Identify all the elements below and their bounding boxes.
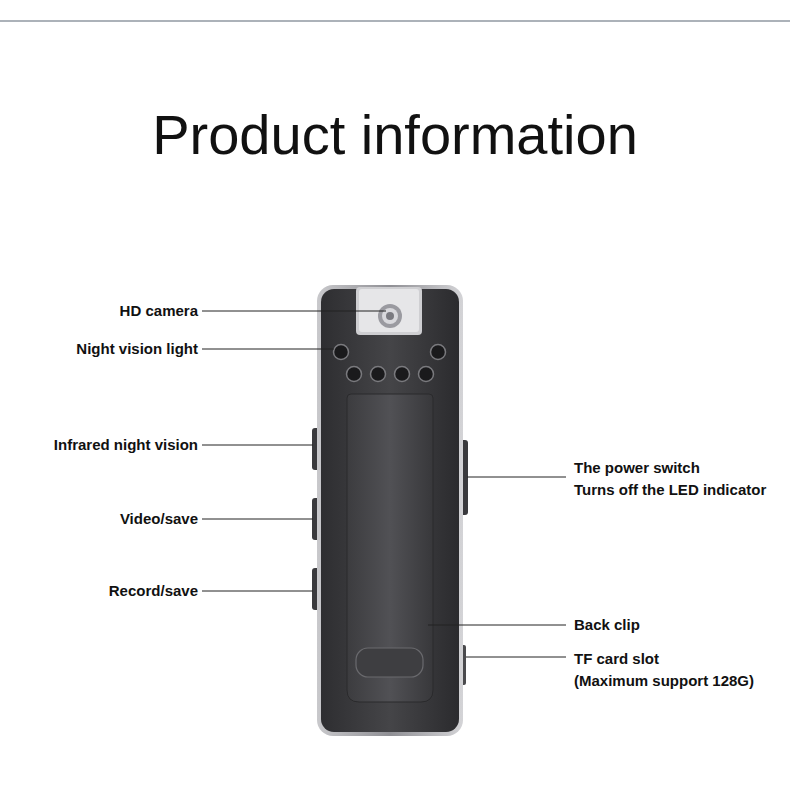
part-label: Night vision light bbox=[76, 340, 198, 358]
part-label: Back clip bbox=[574, 616, 640, 634]
part-label: Video/save bbox=[120, 510, 198, 528]
camera-lens bbox=[378, 304, 402, 328]
part-label: TF card slot bbox=[574, 650, 659, 668]
camera-lens bbox=[382, 308, 398, 324]
part-label: Infrared night vision bbox=[54, 436, 198, 454]
back-clip bbox=[347, 394, 433, 702]
clip-grip bbox=[356, 648, 423, 677]
camera-lens bbox=[386, 312, 394, 320]
device-rim bbox=[317, 285, 463, 736]
part-label: Record/save bbox=[109, 582, 198, 600]
part-label: (Maximum support 128G) bbox=[574, 672, 754, 690]
title: Product information bbox=[0, 102, 790, 167]
leader-lines bbox=[202, 311, 566, 657]
device-body bbox=[321, 289, 459, 732]
top-rule bbox=[0, 20, 790, 21]
part-label: HD camera bbox=[120, 302, 198, 320]
part-label: Turns off the LED indicator bbox=[574, 481, 766, 499]
ir-leds bbox=[334, 345, 446, 382]
part-label: The power switch bbox=[574, 459, 700, 477]
